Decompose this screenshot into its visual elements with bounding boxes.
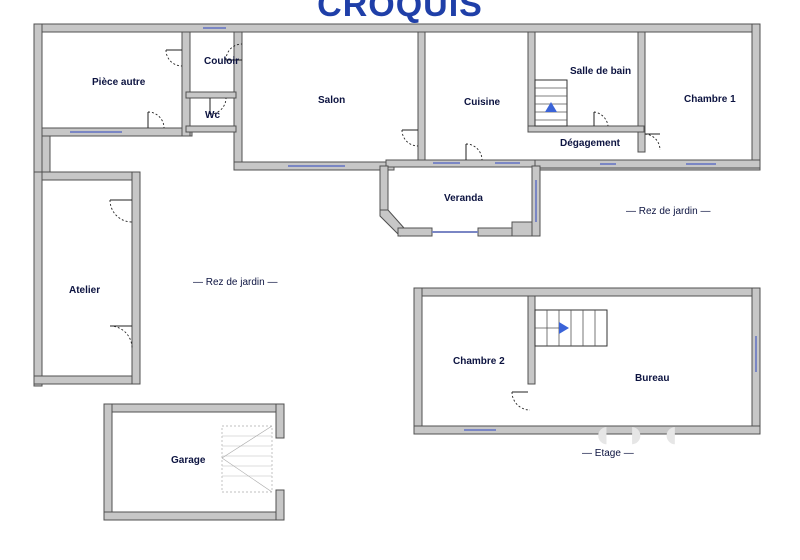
level-label-etage: — Etage —: [582, 448, 634, 459]
ground-floor-windows: [70, 27, 716, 167]
room-label-chambre2: Chambre 2: [453, 356, 505, 367]
room-label-cuisine: Cuisine: [464, 97, 501, 108]
room-label-salle-de-bain: Salle de bain: [570, 66, 632, 77]
room-label-piece-autre: Pièce autre: [92, 77, 146, 88]
room-label-couloir: Couloir: [204, 56, 239, 67]
etage-walls: [413, 287, 761, 435]
room-label-bureau: Bureau: [635, 373, 670, 384]
ground-floor-walls: [33, 23, 761, 181]
room-label-garage: Garage: [171, 455, 206, 466]
level-label-rez-de-jardin-right: — Rez de jardin —: [626, 206, 711, 217]
stair-arrow-right-icon: [559, 322, 569, 334]
stair-salle-de-bain: [534, 79, 568, 127]
veranda-walls: [379, 165, 541, 237]
level-label-rez-de-jardin-center: — Rez de jardin —: [193, 277, 278, 288]
plan-title: CROQUIS: [317, 0, 483, 24]
garage-walls: [103, 403, 285, 521]
stair-arrow-up-icon: [545, 102, 557, 112]
room-label-salon: Salon: [318, 95, 346, 106]
room-label-atelier: Atelier: [69, 285, 101, 296]
room-label-veranda: Veranda: [444, 193, 483, 204]
ground-floor-doors: [147, 43, 661, 161]
room-label-wc: Wc: [205, 110, 220, 121]
atelier-walls: [33, 171, 141, 387]
watermark: ◖◗◖: [590, 412, 693, 456]
room-label-chambre1: Chambre 1: [684, 94, 736, 105]
room-label-degagement: Dégagement: [560, 138, 621, 149]
